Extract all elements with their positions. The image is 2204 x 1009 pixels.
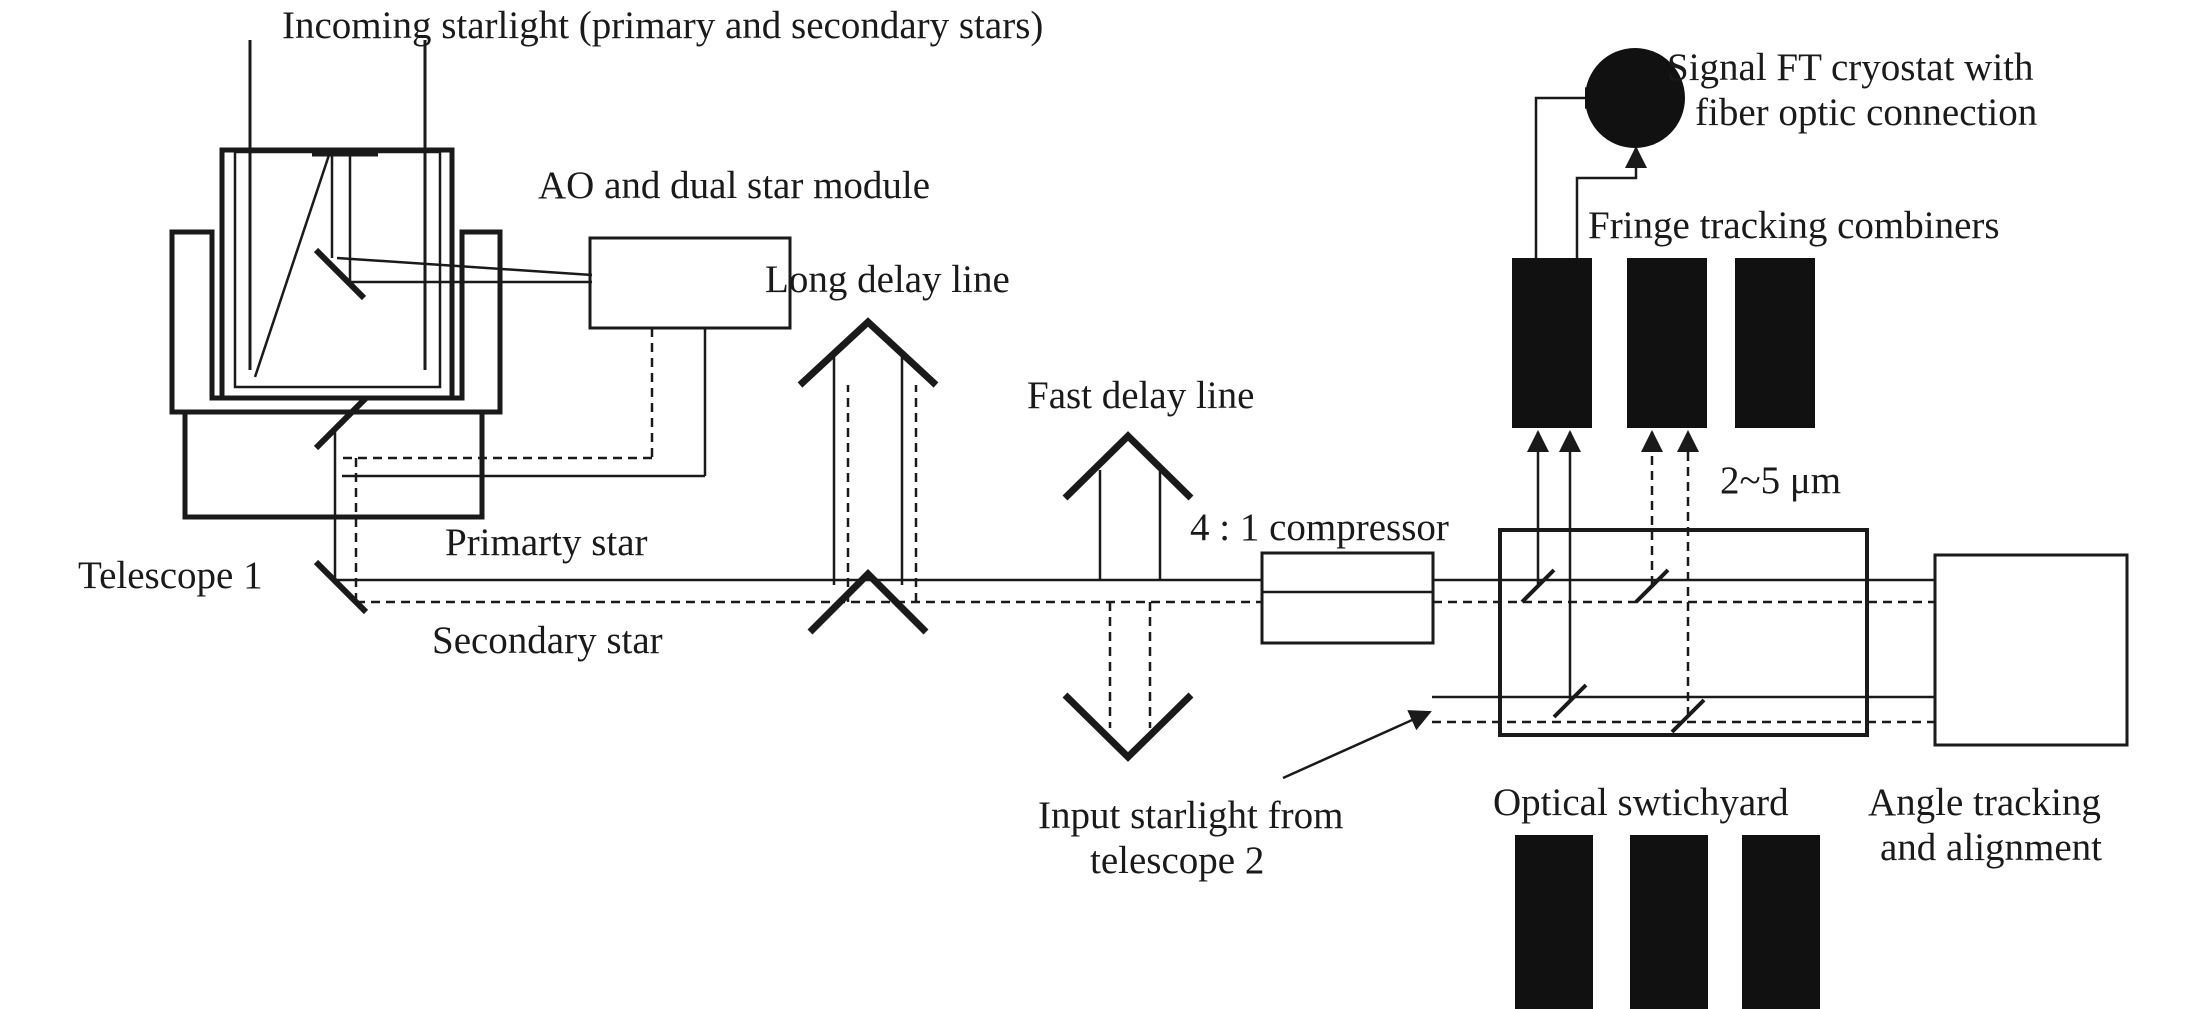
ao-dual-star-module [588,236,792,330]
lower-combiner-blocks [1515,835,1820,1009]
fringe-combiners-label: Fringe tracking combiners [1588,204,2000,247]
fringe-combiner-1 [1512,258,1592,428]
signal-ft-label-line1: Signal FT cryostat with [1667,46,2034,89]
optical-switchyard [1498,528,1869,737]
long-delay-line [797,317,939,635]
lower-block-1 [1515,835,1593,1009]
angle-tracking-box [1933,553,2129,747]
angle-tracking-label-line1: Angle tracking [1868,781,2101,824]
telescope1-label: Telescope 1 [78,554,263,597]
lower-block-3 [1742,835,1820,1009]
input-starlight-label-line2: telescope 2 [1090,839,1264,882]
fringe-combiner-2 [1627,258,1707,428]
fast-delay-line-label: Fast delay line [1027,374,1254,417]
signal-ft-cryostat [1585,48,1685,148]
lower-block-2 [1630,835,1708,1009]
switchyard-label: Optical swtichyard [1493,781,1789,824]
compressor-label: 4 : 1 compressor [1190,506,1449,549]
primary-star-label: Primarty star [445,521,648,564]
angle-tracking-label-line2: and alignment [1880,826,2102,869]
incoming-starlight-label: Incoming starlight (primary and secondar… [282,4,1043,47]
fringe-tracking-combiners [1512,258,1815,428]
fast-delay-line [1062,431,1194,762]
ao-module-label: AO and dual star module [538,164,930,207]
wavelength-label: 2~5 μm [1720,459,1841,502]
compressor-box [1260,551,1435,645]
telescope-1 [169,40,593,520]
telescope1-upper-mirror [313,395,369,451]
signal-ft-label-line2: fiber optic connection [1695,91,2037,134]
input-starlight-label-line1: Input starlight from [1038,794,1343,837]
long-delay-line-label: Long delay line [765,258,1010,301]
telescope1-lower-mirror [313,559,369,615]
secondary-star-label: Secondary star [432,619,663,662]
fringe-combiner-3 [1735,258,1815,428]
